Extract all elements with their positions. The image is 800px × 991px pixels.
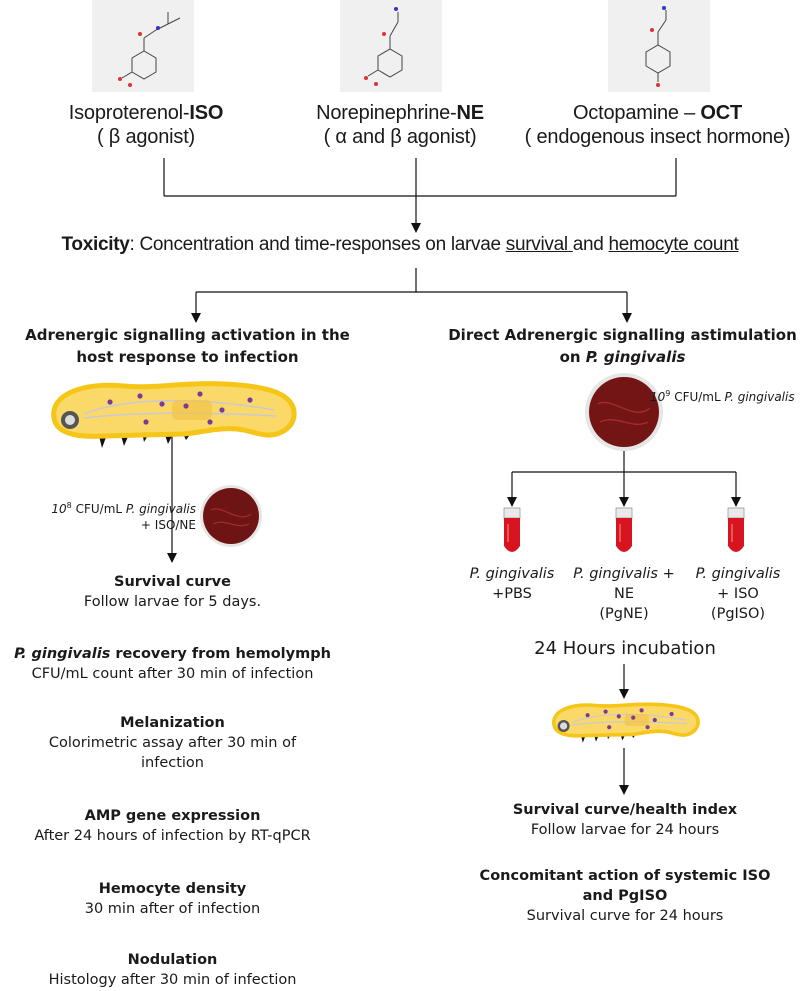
ne-label: Norepinephrine-NE ( α and β agonist)	[316, 102, 484, 148]
larva-illustration-right	[552, 702, 700, 743]
bacteria-plate-left	[200, 485, 262, 547]
left-inoculum-label: 108 CFU/mL P. gingivalis + ISO/NE	[51, 501, 196, 532]
tube-pbs	[503, 507, 521, 552]
tube-ne	[615, 507, 633, 552]
toxicity-line: Toxicity: Concentration and time-respons…	[61, 234, 739, 255]
incubation-label: 24 Hours incubation	[534, 638, 716, 659]
norepinephrine-structure	[340, 0, 442, 92]
block-concomitant-action: Concomitant action of systemic ISO and P…	[479, 868, 771, 924]
octopamine-structure	[608, 0, 710, 92]
bacteria-plate-right	[585, 373, 663, 451]
right-inoculum-label: 109 CFU/mL P. gingivalis	[650, 389, 795, 404]
larva-illustration-left	[51, 381, 297, 448]
right-section-title: Direct Adrenergic signalling astimulatio…	[448, 326, 797, 366]
iso-label: Isoproterenol-ISO ( β agonist)	[68, 102, 224, 148]
oct-label: Octopamine – OCT ( endogenous insect hor…	[524, 102, 791, 148]
isoproterenol-structure	[92, 0, 194, 92]
tube-label-ne: P. gingivalis +NE(PgNE)	[573, 566, 675, 622]
tube-iso	[727, 507, 745, 552]
tube-label-iso: P. gingivalis+ ISO(PgISO)	[695, 566, 781, 622]
tube-label-pbs: P. gingivalis+PBS	[469, 566, 555, 602]
left-section-title: Adrenergic signalling activation in the …	[25, 326, 350, 366]
